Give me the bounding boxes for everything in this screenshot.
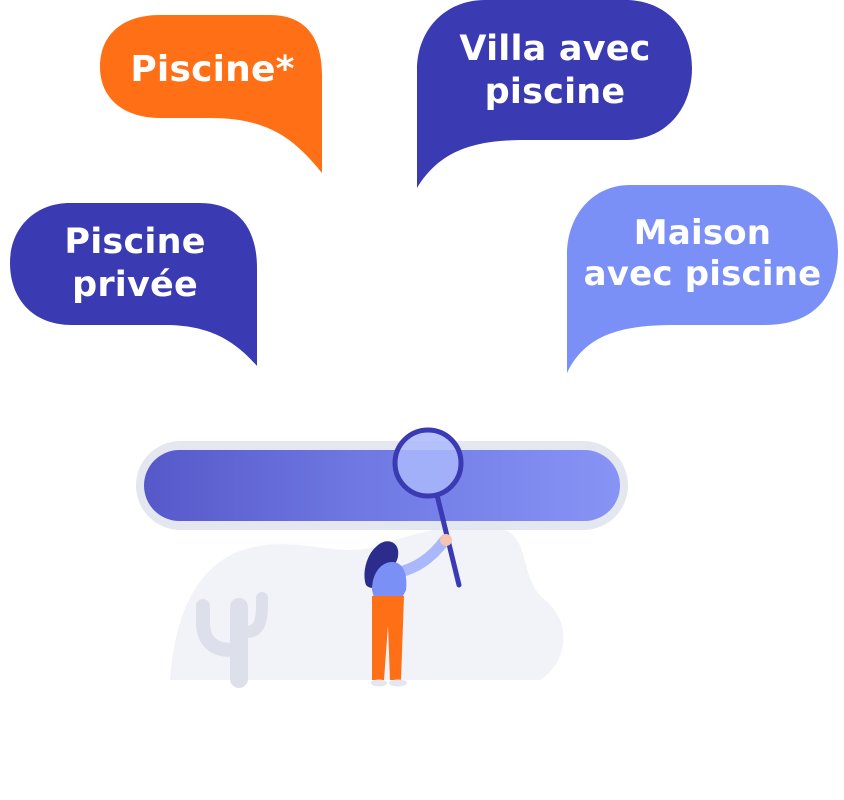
figure-arm (394, 534, 451, 578)
speech-bubble-text-line: piscine (484, 71, 626, 112)
speech-bubble-villa-avec-piscine: Villa avec piscine (415, 0, 695, 190)
speech-bubble-text-line: Piscine* (130, 49, 295, 90)
speech-bubble-text-line: avec piscine (583, 254, 822, 295)
speech-bubble-shape (567, 185, 838, 373)
cactus-icon (196, 592, 268, 688)
search-input[interactable] (144, 450, 620, 521)
speech-bubble-shape (10, 203, 257, 366)
search-field-frame (136, 441, 628, 530)
speech-bubble-piscine: Piscine* (100, 15, 325, 175)
speech-bubble-text-line: privée (72, 264, 198, 305)
figure-shoe (389, 679, 407, 687)
figure-hand (440, 534, 452, 546)
speech-bubble-text-line: Maison (633, 213, 772, 253)
speech-bubble-text-line: Villa avec (459, 29, 651, 69)
figure-pants (372, 596, 404, 680)
speech-bubble-piscine-privee: Piscine privée (10, 203, 260, 368)
speech-bubble-shape (100, 15, 322, 173)
backdrop-blob (170, 525, 564, 680)
speech-bubble-maison-avec-piscine: Maison avec piscine (565, 185, 840, 375)
figure-hair (364, 541, 399, 588)
speech-bubble-shape (417, 0, 692, 188)
speech-bubble-text-line: Piscine (64, 222, 206, 262)
figure-shoe (371, 679, 387, 687)
figure-shirt (372, 562, 407, 598)
magnifying-glass-icon (392, 427, 464, 499)
